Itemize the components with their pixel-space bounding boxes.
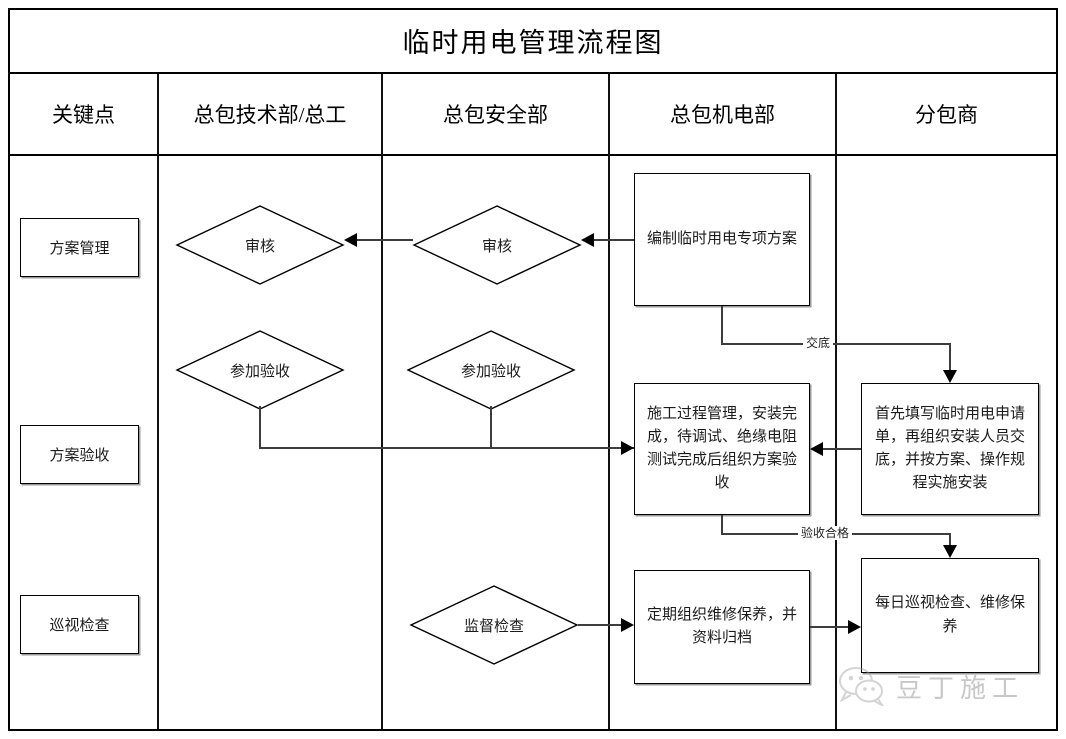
node-join-acceptance-tech: 参加验收 xyxy=(175,330,345,410)
node-label: 施工过程管理，安装完成，待调试、绝缘电阻测试完成后组织方案验收 xyxy=(646,405,797,492)
key-point-label: 巡视检查 xyxy=(49,618,110,634)
key-point-label: 方案验收 xyxy=(49,448,110,464)
arrowhead-down xyxy=(943,370,957,383)
column-header-key-points: 关键点 xyxy=(52,103,115,127)
node-apply-and-install: 首先填写临时用电申请单，再组织安装人员交底，并按方案、操作规程实施安装 xyxy=(861,383,1039,515)
header-divider xyxy=(8,154,1058,156)
edge-acceptance-tech-down xyxy=(259,406,261,448)
edge-handover-down xyxy=(949,343,951,371)
node-label: 定期组织维修保养，并资料归档 xyxy=(646,606,797,646)
key-point-patrol-inspection: 巡视检查 xyxy=(20,595,139,654)
arrowhead-down xyxy=(943,545,957,558)
page-title: 临时用电管理流程图 xyxy=(402,27,664,58)
edge-supervise-to-maintenance xyxy=(578,624,621,626)
edge-maintenance-to-patrol xyxy=(810,626,848,628)
node-supervise-inspect: 监督检查 xyxy=(409,585,579,665)
node-label: 编制临时用电专项方案 xyxy=(646,230,797,247)
column-divider-3 xyxy=(608,74,610,729)
node-review-safety: 审核 xyxy=(412,205,582,285)
arrowhead-right xyxy=(621,441,634,455)
key-point-plan-acceptance: 方案验收 xyxy=(20,425,139,484)
column-header-general-safety: 总包安全部 xyxy=(443,103,548,127)
node-review-tech: 审核 xyxy=(175,205,345,285)
edge-draftplan-down xyxy=(721,306,723,344)
arrowhead-left xyxy=(344,233,357,247)
node-periodic-maintenance: 定期组织维修保养，并资料归档 xyxy=(634,570,810,684)
edge-apply-to-construction xyxy=(823,448,861,450)
edge-label-handover: 交底 xyxy=(803,336,834,350)
node-label: 每日巡视检查、维修保养 xyxy=(874,595,1025,635)
column-header-general-tech: 总包技术部/总工 xyxy=(193,103,347,127)
edge-acceptance-down xyxy=(949,533,951,545)
node-daily-patrol: 每日巡视检查、维修保养 xyxy=(861,558,1039,673)
column-divider-2 xyxy=(381,74,383,729)
node-label: 首先填写临时用电申请单，再组织安装人员交底，并按方案、操作规程实施安装 xyxy=(874,405,1025,492)
node-join-acceptance-safety: 参加验收 xyxy=(406,330,576,410)
key-point-plan-management: 方案管理 xyxy=(20,218,139,277)
arrowhead-left xyxy=(810,442,823,456)
node-construction-manage: 施工过程管理，安装完成，待调试、绝缘电阻测试完成后组织方案验收 xyxy=(634,383,810,515)
edge-construction-down xyxy=(721,515,723,535)
edge-label-acceptance-passed: 验收合格 xyxy=(798,526,853,540)
edge-acceptance-tech-right xyxy=(259,447,634,449)
edge-reviewsafety-to-reviewtech xyxy=(357,239,413,241)
node-draft-plan: 编制临时用电专项方案 xyxy=(634,173,810,306)
column-divider-4 xyxy=(835,74,837,729)
edge-handover-horizontal xyxy=(721,343,950,345)
arrowhead-right xyxy=(621,618,634,632)
column-header-general-mech-elec: 总包机电部 xyxy=(670,103,775,127)
title-divider xyxy=(8,72,1058,74)
edge-draftplan-to-reviewsafety xyxy=(594,239,634,241)
column-header-subcontractor: 分包商 xyxy=(915,103,978,127)
arrowhead-right xyxy=(848,620,861,634)
chart-frame xyxy=(8,8,1058,731)
column-divider-1 xyxy=(157,74,159,729)
arrowhead-left xyxy=(581,233,594,247)
key-point-label: 方案管理 xyxy=(49,241,110,257)
edge-acceptance-safety-down xyxy=(490,406,492,448)
